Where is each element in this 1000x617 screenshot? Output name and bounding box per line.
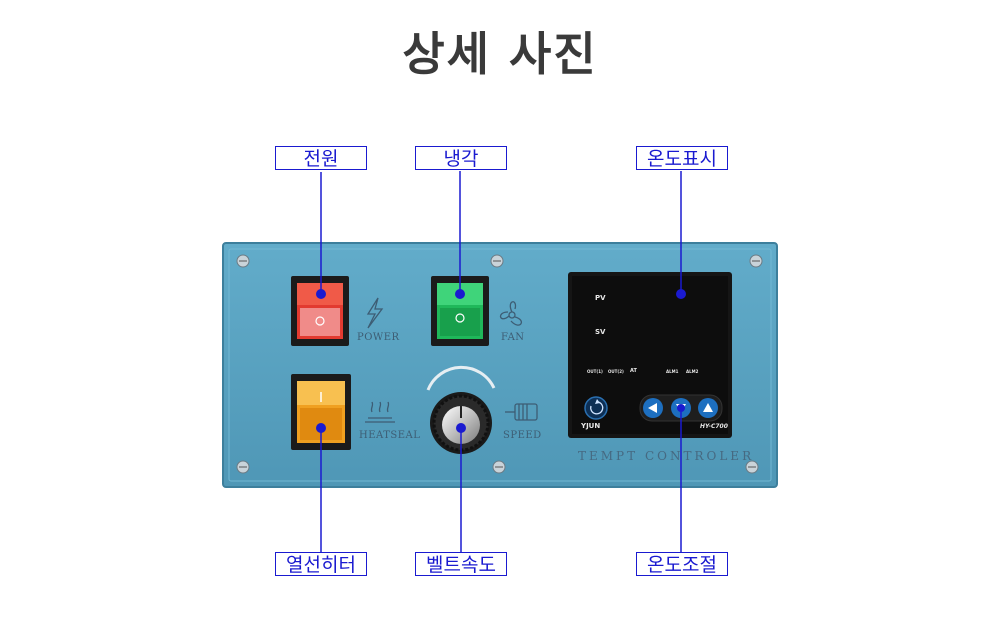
at-indicator: AT <box>630 368 637 374</box>
heatseal-icon <box>365 401 395 423</box>
sv-label: SV <box>595 328 606 336</box>
model-label: HY-C700 <box>700 423 728 430</box>
screw-icon <box>236 254 763 474</box>
power-label: POWER <box>357 332 400 343</box>
fan-label: FAN <box>501 332 525 343</box>
cycle-button <box>584 396 608 420</box>
temp-controller <box>568 272 732 438</box>
out2-indicator: OUT(2) <box>608 369 624 374</box>
plate-text: TEMPT CONTROLER <box>578 449 755 463</box>
alm1-indicator: ALM1 <box>666 369 679 374</box>
callout-power: 전원 <box>275 146 367 170</box>
motor-icon <box>505 403 538 421</box>
callout-lines <box>320 171 682 552</box>
fan-icon <box>499 301 523 326</box>
callout-dots <box>316 289 686 433</box>
alm2-indicator: ALM2 <box>686 369 699 374</box>
lightning-icon <box>366 297 384 329</box>
power-switch <box>291 276 349 346</box>
heatseal-label: HEATSEAL <box>359 430 421 441</box>
callout-heater: 열선히터 <box>275 552 367 576</box>
out1-indicator: OUT(1) <box>587 369 603 374</box>
callout-belt-speed: 벨트속도 <box>415 552 507 576</box>
speed-label: SPEED <box>503 430 542 441</box>
brand-label: YJUN <box>581 422 601 430</box>
callout-temp-display: 온도표시 <box>636 146 728 170</box>
pv-label: PV <box>595 294 606 302</box>
page-title: 상세 사진 <box>402 27 598 81</box>
callout-cooling: 냉각 <box>415 146 507 170</box>
callout-temp-adjust: 온도조절 <box>636 552 728 576</box>
